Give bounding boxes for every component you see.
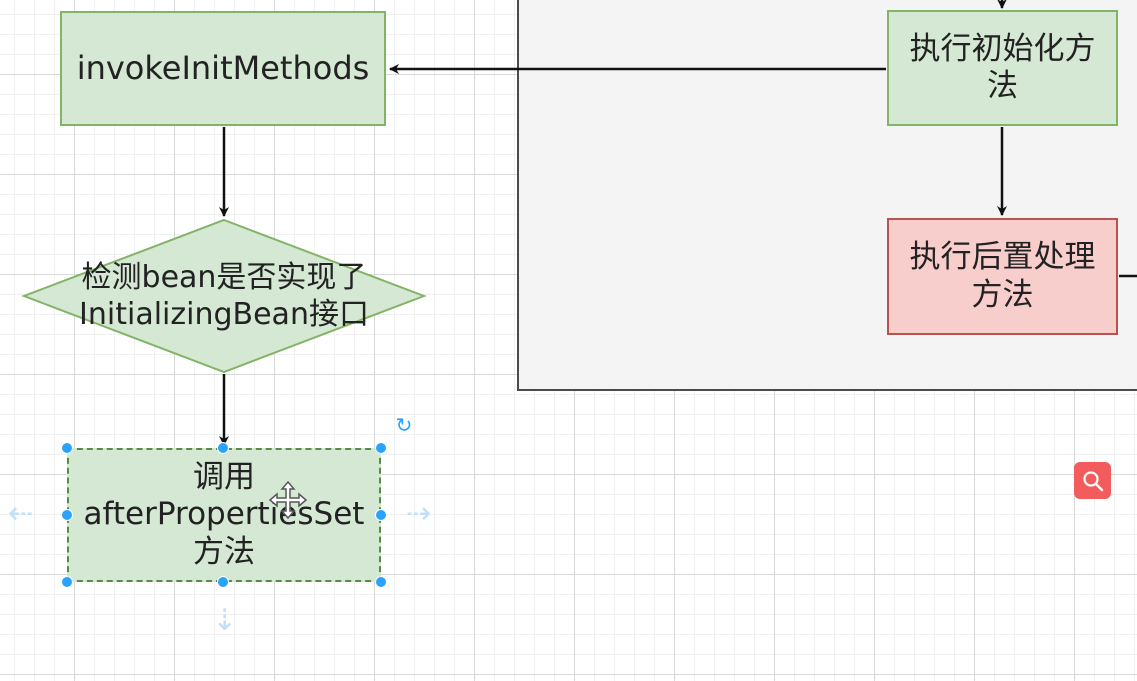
resize-handle-bottom-right[interactable] bbox=[375, 576, 387, 588]
decision-diamond[interactable] bbox=[20, 218, 428, 374]
node-execute-init-method[interactable]: 执行初始化方法 bbox=[887, 10, 1118, 126]
resize-handle-top-right[interactable] bbox=[375, 442, 387, 454]
call-label-line3: 方法 bbox=[192, 533, 255, 570]
resize-handle-bottom[interactable] bbox=[217, 576, 229, 588]
decision-check-initializing-bean[interactable]: 检测bean是否实现了 InitializingBean接口 bbox=[20, 218, 428, 374]
resize-handle-right[interactable] bbox=[375, 509, 387, 521]
node-execute-init-method-label: 执行初始化方法 bbox=[909, 30, 1096, 104]
node-invoke-init-methods[interactable]: invokeInitMethods bbox=[60, 11, 386, 126]
resize-handle-left[interactable] bbox=[61, 509, 73, 521]
call-label-line1: 调用 bbox=[192, 459, 255, 496]
ghost-arrow-left-icon[interactable]: ⇠ bbox=[8, 496, 34, 531]
decision-label-line1: 检测bean是否实现了 bbox=[81, 259, 367, 295]
ghost-arrow-down-icon[interactable]: ⇣ bbox=[212, 603, 238, 638]
node-execute-post-processor-label: 执行后置处理方法 bbox=[909, 239, 1096, 313]
search-icon bbox=[1082, 470, 1103, 491]
rotate-icon[interactable]: ↻ bbox=[395, 413, 413, 437]
node-invoke-init-methods-label: invokeInitMethods bbox=[76, 49, 370, 88]
ghost-arrow-right-icon[interactable]: ⇢ bbox=[406, 496, 432, 531]
node-call-after-properties-set[interactable]: 调用 afterPropertiesSet 方法 bbox=[67, 448, 381, 582]
resize-handle-top-left[interactable] bbox=[61, 442, 73, 454]
move-icon bbox=[268, 480, 308, 520]
decision-label-line2: InitializingBean接口 bbox=[79, 297, 369, 332]
resize-handle-top[interactable] bbox=[217, 442, 229, 454]
node-execute-post-processor[interactable]: 执行后置处理方法 bbox=[887, 218, 1118, 335]
resize-handle-bottom-left[interactable] bbox=[61, 576, 73, 588]
search-button[interactable] bbox=[1074, 462, 1111, 499]
call-label-line2: afterPropertiesSet bbox=[83, 496, 365, 533]
